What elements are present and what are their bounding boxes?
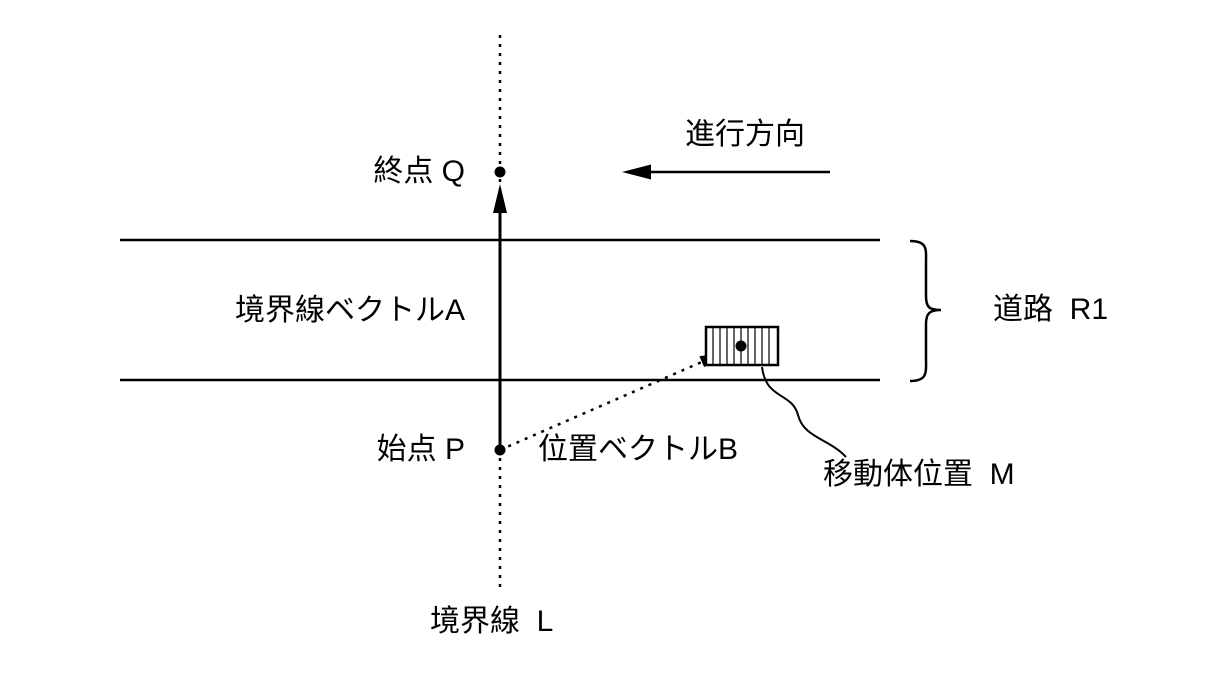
travel-direction-arrowhead-icon [622,164,651,180]
label-position-vector-b: 位置ベクトルB [538,433,739,466]
label-travel-direction: 進行方向 [685,118,805,151]
vector-a-arrowhead-icon [493,184,507,213]
label-start-point-p: 始点 P [376,433,465,466]
vehicle-icon [704,325,780,367]
moving-body-leader-line [761,366,847,458]
road-brace [909,239,942,383]
point-q-dot [494,166,506,178]
label-moving-body-position-m: 移動体位置 M [823,458,1015,491]
vector-b-dotted-line [499,359,705,452]
label-boundary-vector-a: 境界線ベクトルA [234,294,465,327]
label-end-point-q: 終点 Q [373,155,465,188]
label-road-r1: 道路 R1 [993,293,1109,326]
moving-body-position-dot [735,340,747,352]
label-boundary-line-l: 境界線 L [430,605,554,638]
